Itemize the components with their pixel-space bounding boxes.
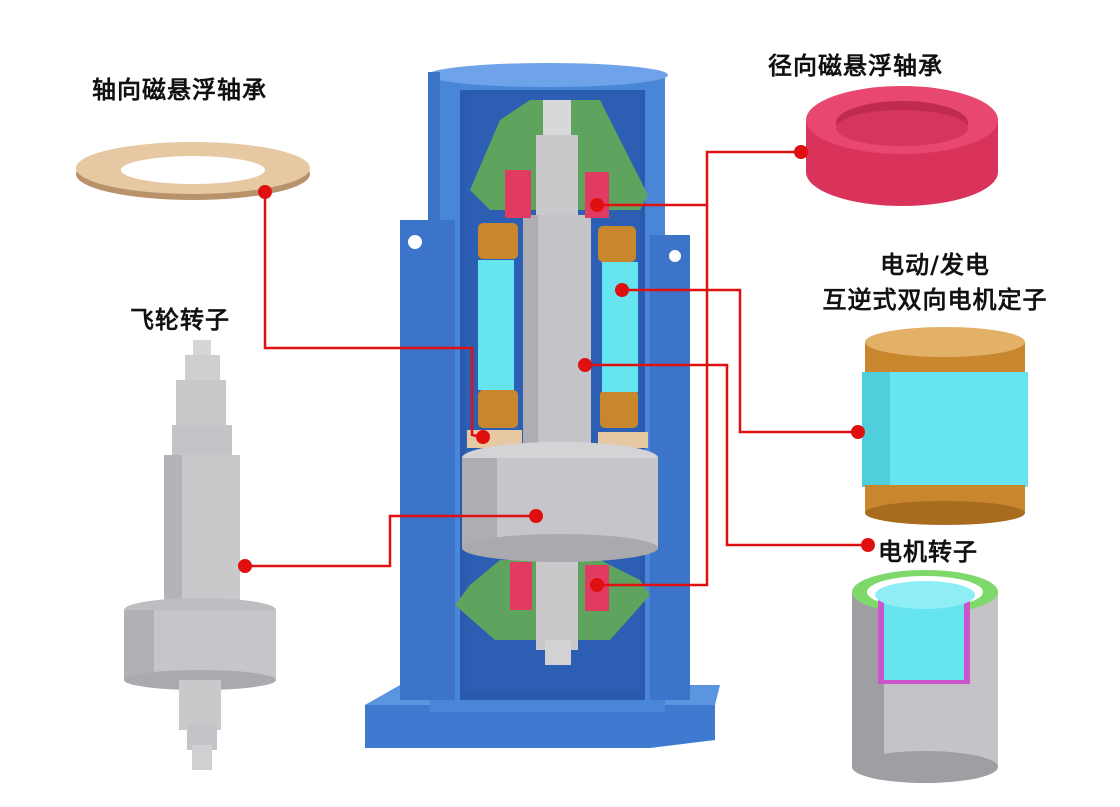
- label-flywheel-rotor: 飞轮转子: [130, 306, 230, 334]
- leader-axial-bearing: [263, 192, 484, 439]
- leader-dots: [238, 145, 875, 592]
- label-stator-line2: 互逆式双向电机定子: [822, 286, 1048, 314]
- leader-radial-upper: [597, 150, 801, 207]
- label-stator-line1: 电动/发电: [880, 251, 990, 279]
- flywheel-disc: [462, 442, 658, 562]
- dot-motor-rotor: [861, 538, 875, 552]
- radial-bearing-ring: [806, 86, 998, 206]
- dot-axial-bearing: [258, 185, 272, 199]
- leader-flywheel: [245, 514, 536, 568]
- dot-radial-lower-target: [590, 578, 604, 592]
- flywheel-rotor-shaft: [124, 340, 276, 770]
- label-radial-bearing: 径向磁悬浮轴承: [768, 52, 943, 80]
- stator-assembly: [862, 327, 1028, 525]
- motor-rotor-cup: [852, 570, 998, 783]
- leader-radial-lower: [597, 205, 709, 587]
- stator-copper-rings: [478, 223, 638, 428]
- center-shaft: [523, 100, 591, 665]
- leader-motor-rotor: [585, 363, 868, 547]
- axial-bearing-ring: [76, 142, 310, 200]
- dot-radial-upper-target: [590, 198, 604, 212]
- label-motor-rotor: 电机转子: [878, 538, 978, 566]
- dot-motor-rotor-target: [578, 358, 592, 372]
- dot-axial-bearing-target: [476, 430, 490, 444]
- leader-stator: [622, 288, 858, 434]
- dot-stator: [851, 425, 865, 439]
- leader-lines: [245, 150, 868, 587]
- dot-stator-target: [615, 283, 629, 297]
- dot-flywheel: [238, 559, 252, 573]
- dot-flywheel-target: [529, 509, 543, 523]
- label-axial-bearing: 轴向磁悬浮轴承: [92, 76, 267, 104]
- dot-radial-bearing: [794, 145, 808, 159]
